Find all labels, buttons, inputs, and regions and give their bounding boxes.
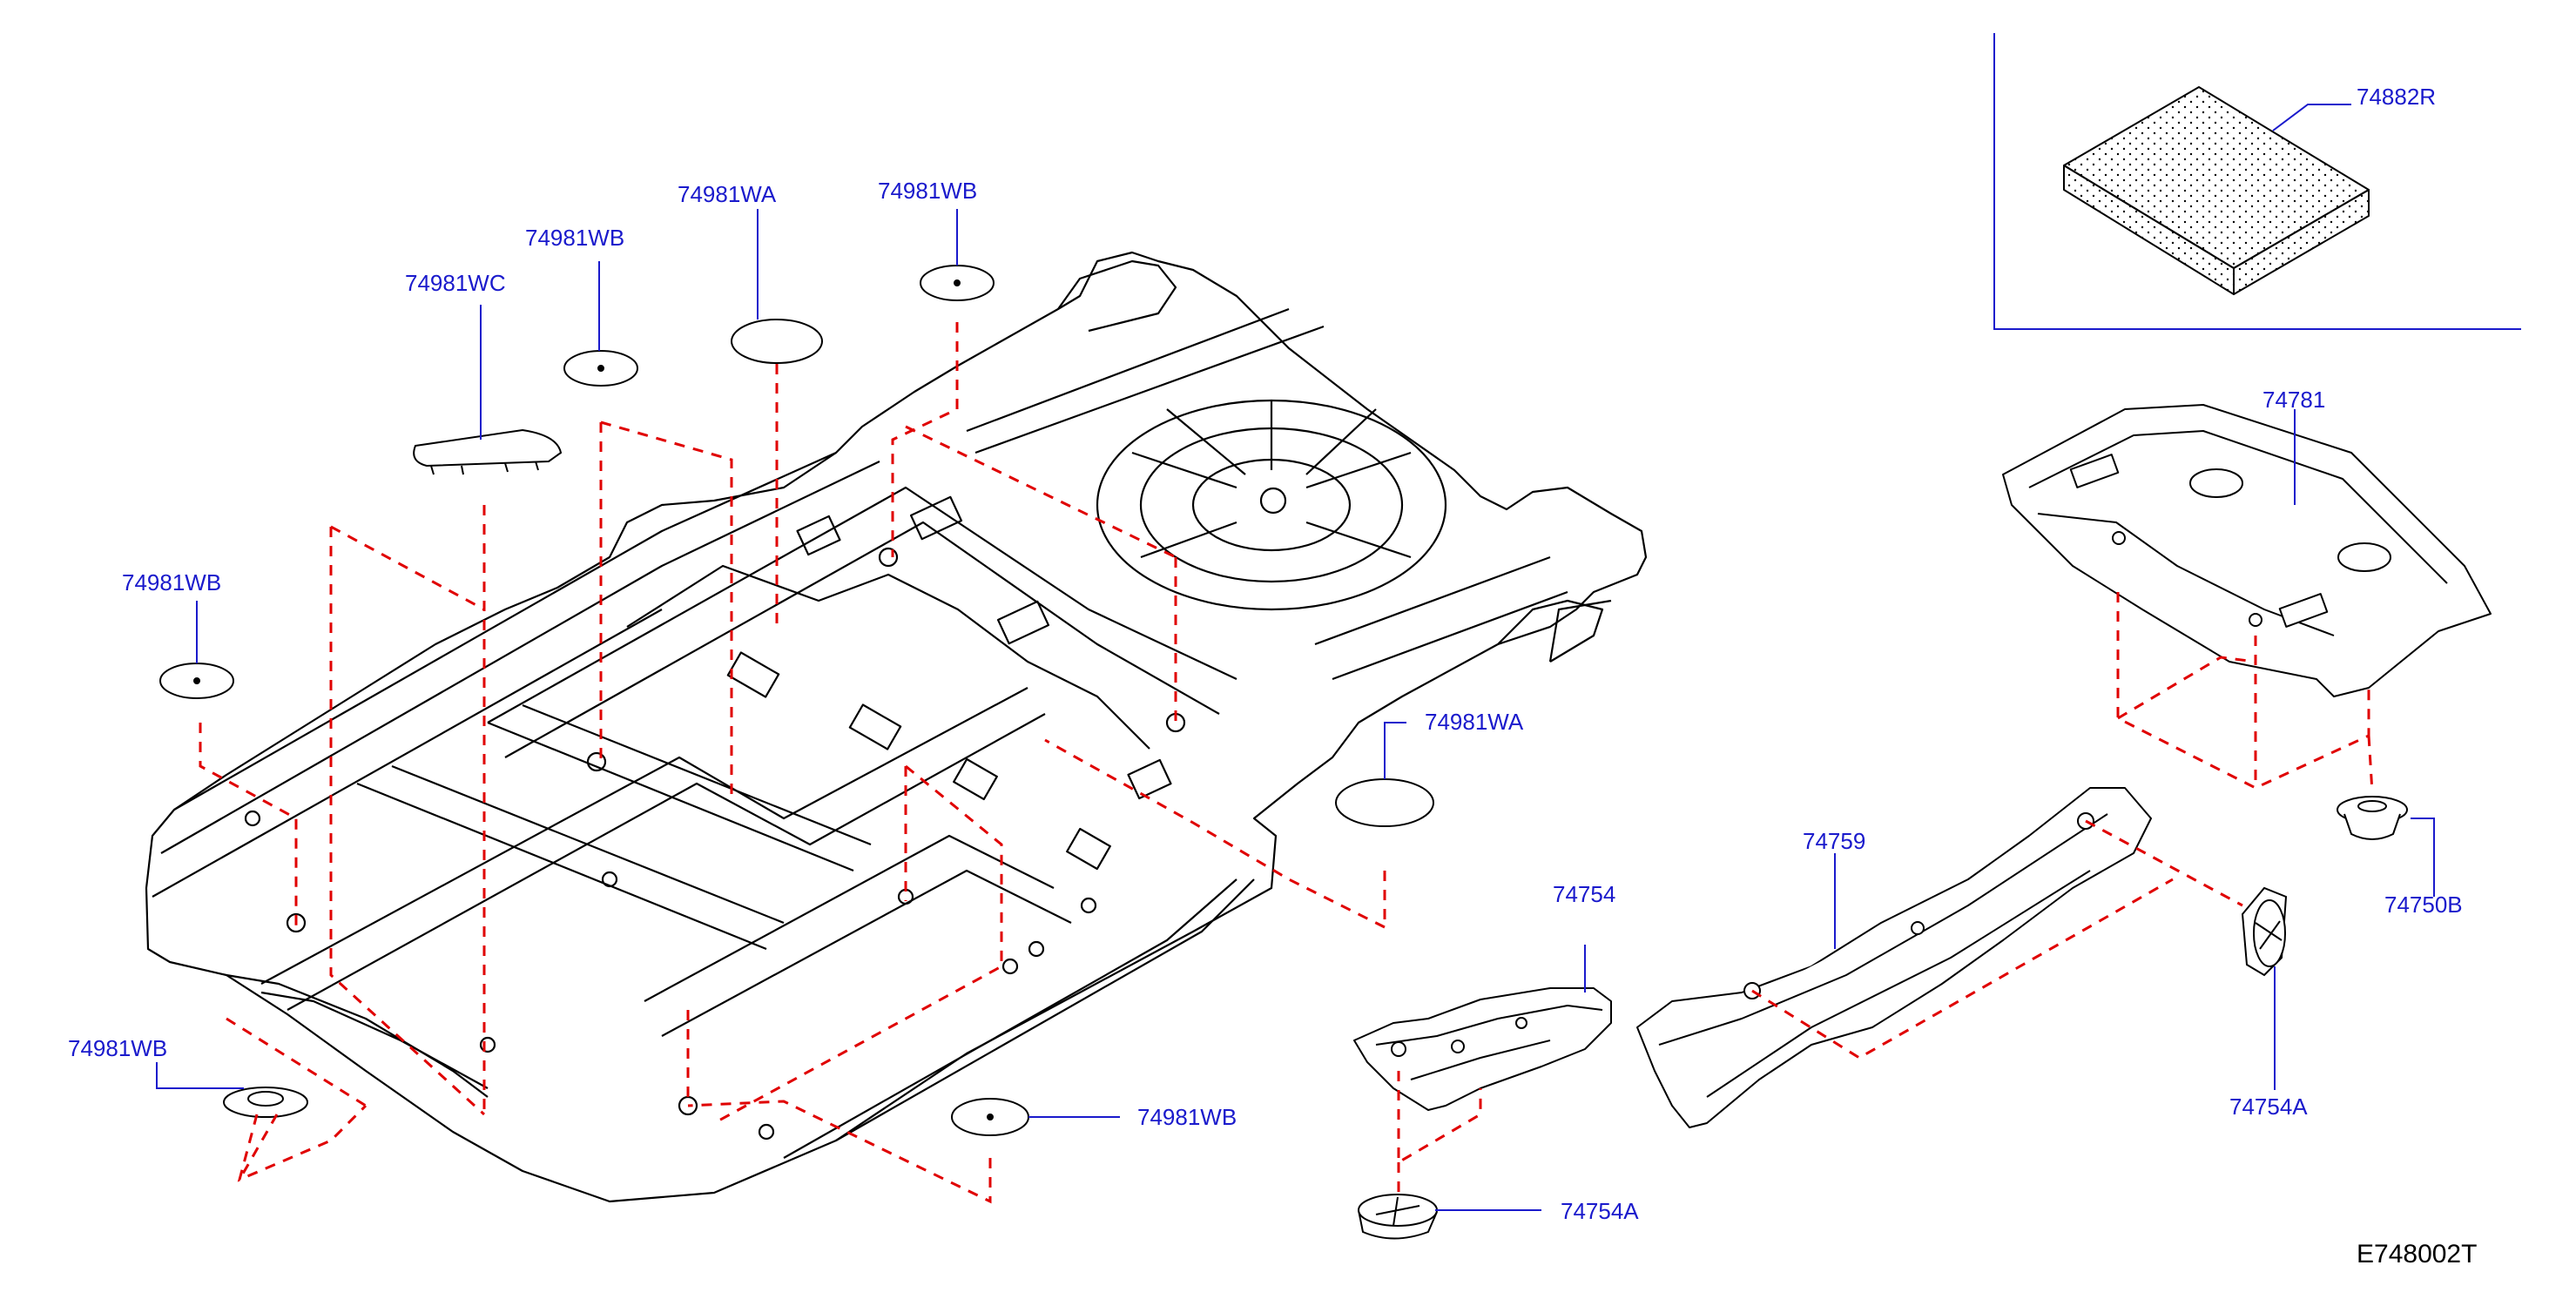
- label-74981WB-top1: 74981WB: [525, 225, 624, 251]
- plug-74981WB-top1: [563, 350, 638, 387]
- inset-frame: [1993, 33, 2521, 330]
- reference-dashed-lines: [199, 322, 2374, 1204]
- label-74754: 74754: [1553, 881, 1615, 907]
- label-74981WB-bottom-mid: 74981WB: [1137, 1104, 1237, 1130]
- rear-insulator-74781: [2002, 404, 2492, 697]
- label-74981WB-bottom-left: 74981WB: [68, 1035, 167, 1061]
- cover-74981WC: [413, 428, 563, 475]
- label-74754A-right: 74754A: [2229, 1093, 2308, 1120]
- label-74750B: 74750B: [2384, 892, 2463, 918]
- clip-74754A-right: [2241, 886, 2288, 977]
- label-74754A-bottom: 74754A: [1561, 1198, 1639, 1224]
- floor-panel: [145, 251, 1648, 1203]
- plug-74981WB-bottom-left: [223, 1087, 308, 1118]
- clip-74754A-bottom: [1358, 1194, 1438, 1240]
- label-74981WA-top: 74981WA: [678, 181, 777, 207]
- leader-lines: [156, 104, 2435, 1211]
- label-74981WB-top2: 74981WB: [878, 178, 977, 204]
- heat-shield-74754: [1353, 987, 1612, 1111]
- diagram-code: E748002T: [2357, 1240, 2477, 1268]
- insulator-pad-74882R: [2063, 86, 2370, 295]
- plug-74981WB-bottom-mid: [951, 1098, 1029, 1136]
- label-74981WC: 74981WC: [405, 270, 506, 296]
- heat-shield-74759: [1636, 787, 2152, 1128]
- plug-74981WB-left: [159, 663, 234, 699]
- label-74759: 74759: [1803, 828, 1865, 854]
- part-labels: 74882R 74781 74750B 74754A 74759 74754 7…: [68, 84, 2463, 1224]
- plug-74981WB-top2: [920, 265, 995, 301]
- plug-74981WA-top: [731, 319, 823, 364]
- label-74882R: 74882R: [2357, 84, 2436, 110]
- clip-74750B: [2337, 796, 2408, 840]
- label-74781: 74781: [2262, 387, 2325, 413]
- label-74981WB-left: 74981WB: [122, 569, 221, 596]
- plug-74981WA-right: [1335, 778, 1434, 827]
- label-74981WA-right: 74981WA: [1425, 709, 1524, 735]
